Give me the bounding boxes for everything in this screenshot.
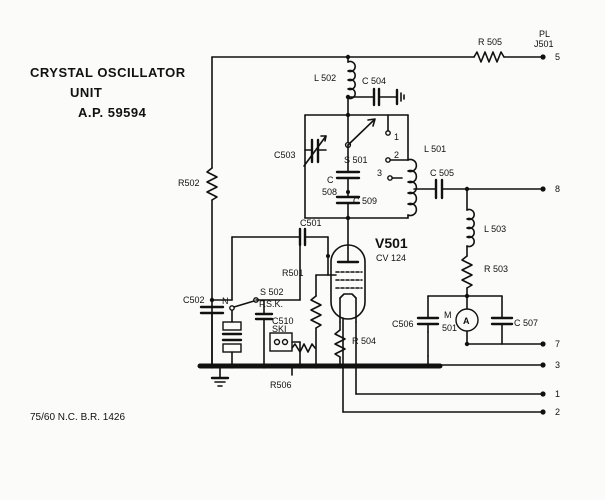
- resistor-r502: R502: [178, 56, 218, 367]
- pin-5-label: 5: [555, 52, 560, 62]
- resistor-r501: R501: [282, 268, 337, 367]
- s501-position-2: 2: [394, 150, 399, 160]
- tank-network-wiring: [304, 112, 409, 221]
- c502-label: C502: [183, 295, 205, 305]
- sk1-label: SKI: [272, 324, 287, 334]
- r505-label: R 505: [478, 37, 502, 47]
- l502-label: L 502: [314, 73, 336, 83]
- c504-label: C 504: [362, 76, 386, 86]
- title-line-2: UNIT: [70, 85, 102, 100]
- c508-label-bottom: 508: [322, 187, 337, 197]
- cv124-label: CV 124: [376, 253, 406, 263]
- s501-position-3: 3: [377, 168, 382, 178]
- socket-sk1: SKI: [269, 324, 301, 367]
- capacitor-c508: C 508: [322, 144, 361, 197]
- valve-v501: V501 CV 124: [330, 217, 408, 323]
- earth-bus: [197, 355, 544, 369]
- pin-8-label: 8: [555, 184, 560, 194]
- r503-label: R 503: [484, 264, 508, 274]
- ht-supply-line: [211, 54, 544, 60]
- switch-n-label: N: [222, 296, 229, 306]
- s501-position-1: 1: [394, 132, 399, 142]
- meter-glyph: A: [463, 316, 470, 326]
- title-line-3: A.P. 59594: [78, 105, 147, 120]
- fsk-label: F.S.K.: [259, 299, 283, 309]
- r504-label: R 504: [352, 336, 376, 346]
- resistor-r503: R 503: [461, 255, 508, 299]
- crystal-socket-left: [221, 309, 243, 367]
- capacitor-c507: C 507: [490, 316, 538, 328]
- capacitor-c503: C503: [274, 135, 327, 167]
- c510-label: C510: [272, 316, 294, 326]
- capacitor-c502: C502: [183, 295, 225, 367]
- plug-label-line-1: PL: [539, 29, 550, 39]
- capacitor-c510: C510: [254, 299, 294, 367]
- r502-label: R502: [178, 178, 200, 188]
- pin-7-label: 7: [555, 339, 560, 349]
- m501-label-bottom: 501: [442, 323, 457, 333]
- capacitor-c506: C506: [392, 316, 440, 333]
- inductor-l502: L 502: [314, 56, 356, 116]
- inductor-l501: L 501: [389, 114, 446, 219]
- c509-label: C 509: [353, 196, 377, 206]
- meter-m501: A M 501: [442, 308, 479, 333]
- l503-label: L 503: [484, 224, 506, 234]
- c507-label: C 507: [514, 318, 538, 328]
- c505-label: C 505: [430, 168, 454, 178]
- switch-s501: S 501 1 2 3: [344, 114, 399, 181]
- earth-symbol: [210, 365, 230, 387]
- plug-label-line-2: J501: [534, 39, 554, 49]
- footer-reference: 75/60 N.C. B.R. 1426: [30, 412, 125, 423]
- pin-3-label: 3: [555, 360, 560, 370]
- inductor-l503: L 503: [466, 188, 506, 257]
- s502-label: S 502: [260, 287, 284, 297]
- r506-label: R506: [270, 380, 292, 390]
- s501-label: S 501: [344, 155, 368, 165]
- m501-label-top: M: [444, 310, 452, 320]
- c508-label-top: C: [327, 175, 334, 185]
- capacitor-c504: C 504: [347, 76, 405, 107]
- title-line-1: CRYSTAL OSCILLATOR: [30, 65, 186, 80]
- pin-2-label: 2: [555, 407, 560, 417]
- r501-label: R501: [282, 268, 304, 278]
- c506-label: C506: [392, 319, 414, 329]
- c501-label: C501: [300, 218, 322, 228]
- l501-label: L 501: [424, 144, 446, 154]
- resistor-r505: R 505: [473, 37, 505, 63]
- capacitor-c509: C 509: [335, 190, 377, 219]
- capacitor-c505: C 505: [413, 168, 544, 200]
- pin-1-label: 1: [555, 389, 560, 399]
- c503-label: C503: [274, 150, 296, 160]
- meter-wiring: [427, 295, 544, 357]
- v501-label: V501: [375, 235, 408, 251]
